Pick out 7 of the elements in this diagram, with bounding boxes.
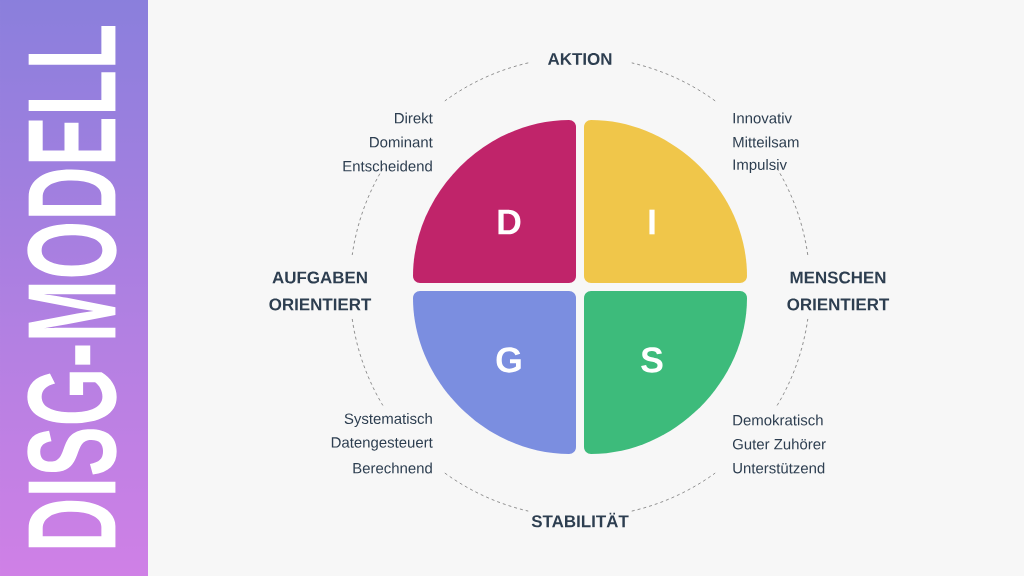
title: DISG-MODELL: [27, 26, 117, 548]
axis-label: STABILITÄT: [531, 512, 629, 528]
axis-label: AUFGABEN ORIENTIERT: [269, 271, 372, 311]
trait-text: Unterstützend: [733, 462, 825, 474]
axis-label: AKTION: [547, 53, 612, 65]
trait-text: Berechnend: [353, 462, 432, 474]
axis-label: MENSCHEN ORIENTIERT: [787, 271, 890, 311]
